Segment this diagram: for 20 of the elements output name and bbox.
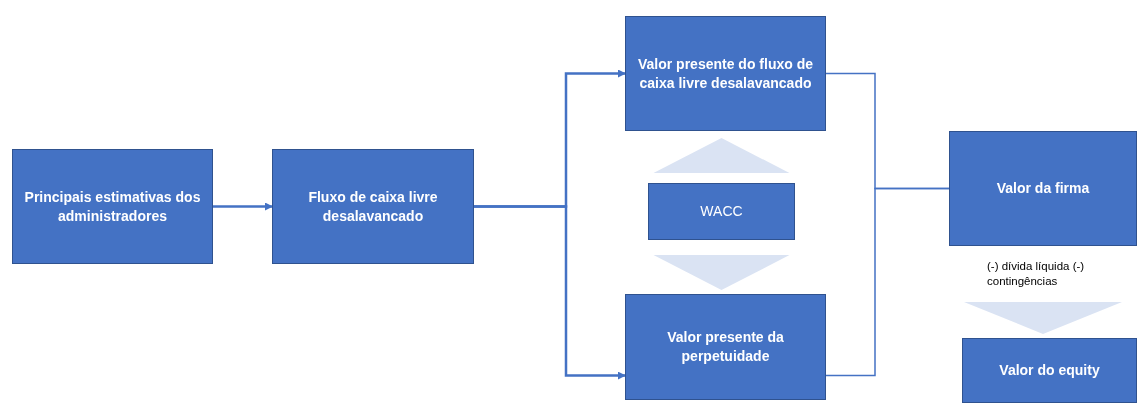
box-label: Valor presente do fluxo de caixa livre desalavancado [636,54,814,93]
process-box [12,149,213,264]
box-label: Valor da firma [996,179,1090,198]
box-label: WACC [700,202,743,221]
box-label: Principais estimativas dos administradores [23,187,202,226]
box-label: Valor do equity [999,361,1100,380]
process-box [949,131,1137,246]
box-label: Valor presente da perpetuidade [666,328,785,366]
arrow [474,205,626,380]
box-label: Fluxo de caixa livre desalavancado [307,187,439,226]
chevron-arrow [653,255,790,290]
process-box [648,183,795,240]
connector-line [825,187,950,377]
chevron-arrow [964,302,1122,334]
arrow [213,202,273,211]
chevron-arrow [653,138,790,173]
process-box [625,294,826,400]
process-box [625,16,826,131]
process-box [272,149,474,264]
process-box [962,338,1137,403]
